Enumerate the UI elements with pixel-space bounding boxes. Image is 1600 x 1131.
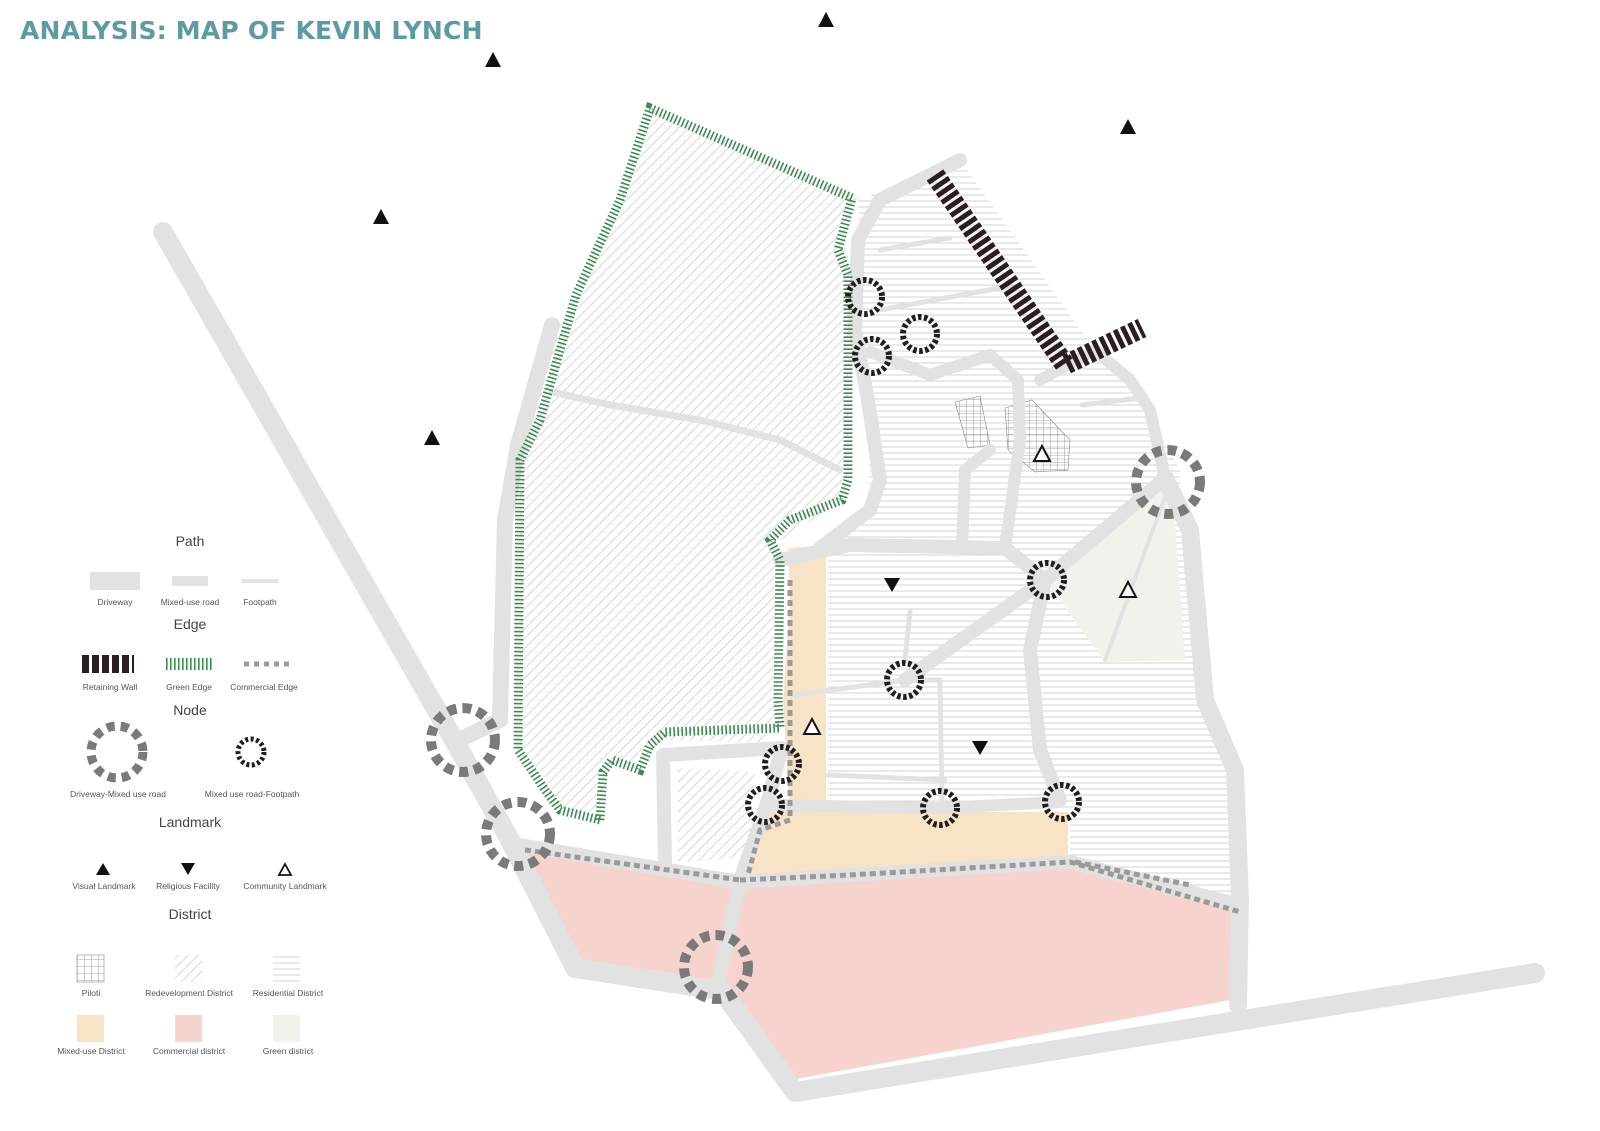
legend-label: Green district xyxy=(263,1046,314,1056)
mixed-use-road-node-row xyxy=(762,796,1066,814)
legend-label: Driveway xyxy=(98,597,134,607)
page-title: ANALYSIS: MAP OF KEVIN LYNCH xyxy=(20,16,483,45)
commercial-swatch xyxy=(175,1015,202,1042)
legend-label: Driveway-Mixed use road xyxy=(70,789,166,799)
driveway-northwest xyxy=(153,222,728,1000)
legend-label: Residential District xyxy=(253,988,324,998)
footpath-residential-1 xyxy=(877,235,1013,313)
visual-landmark-icon xyxy=(373,209,389,224)
community-landmark-icon xyxy=(802,716,822,735)
legend-label: Retaining Wall xyxy=(83,682,138,692)
commercial-edge-east xyxy=(739,859,1241,915)
religious-facility-icon xyxy=(181,863,195,875)
legend-label: Piloti xyxy=(82,988,101,998)
legend-label: Commercial Edge xyxy=(230,682,298,692)
redevelopment-district-south xyxy=(678,768,755,862)
footpath-redevelopment xyxy=(548,388,844,474)
node-driveway-mixed-road xyxy=(1131,445,1205,519)
residential-district xyxy=(828,160,1240,905)
legend: Path Driveway Mixed-use road Footpath Ed… xyxy=(57,533,327,1056)
legend-label: Mixed-use road xyxy=(161,597,220,607)
legend-label: Redevelopment District xyxy=(145,988,234,998)
legend-label: Religious Facility xyxy=(156,881,221,891)
commercial-edge-west xyxy=(524,847,741,883)
nodes xyxy=(426,277,1205,1004)
visual-landmark-icon xyxy=(818,12,834,27)
footpath-residential-2 xyxy=(1079,395,1143,408)
piloti-swatch xyxy=(76,954,105,983)
commercial-edge-vertical xyxy=(745,580,793,876)
visual-landmark-icon xyxy=(424,430,440,445)
node-driveway-mixed-road xyxy=(679,930,753,1004)
retaining-wall xyxy=(926,169,1147,378)
legend-label: Commercial district xyxy=(153,1046,226,1056)
node-mixed-road-footpath xyxy=(745,785,785,825)
religious-facility-icon xyxy=(884,578,900,592)
footpath-cross xyxy=(825,772,948,783)
node-mixed-road-footpath xyxy=(852,336,892,376)
residential-swatch xyxy=(273,955,300,982)
legend-label: Community Landmark xyxy=(243,881,327,891)
green-district xyxy=(1045,478,1185,662)
legend-label: Visual Landmark xyxy=(72,881,136,891)
legend-heading-edge: Edge xyxy=(174,616,207,632)
landmarks xyxy=(373,12,1138,755)
legend-heading-district: District xyxy=(169,906,212,922)
legend-label: Footpath xyxy=(243,597,277,607)
node-mixed-road-footpath xyxy=(845,277,885,317)
community-landmark-icon xyxy=(1118,579,1138,598)
redevelopment-swatch xyxy=(175,955,202,982)
visual-landmark-icon xyxy=(485,52,501,67)
legend-heading-node: Node xyxy=(173,702,207,718)
node-mixed-road-footpath xyxy=(1027,560,1067,600)
mixed-use-road-south xyxy=(656,741,789,992)
mixed-use-road-swatch xyxy=(172,576,208,586)
node-mixed-road-footpath xyxy=(900,314,940,354)
node-mixed-road-footpath xyxy=(920,788,960,828)
driveway-swatch xyxy=(90,572,140,590)
footpath-swatch xyxy=(242,579,278,583)
node-mixed-road-footpath xyxy=(762,744,802,784)
redevelopment-district-west xyxy=(520,108,858,818)
legend-label: Mixed use road-Footpath xyxy=(205,789,300,799)
driveway-east xyxy=(1156,469,1249,1014)
node-driveway-mixed-road xyxy=(426,703,500,777)
community-landmark-icon xyxy=(1032,443,1052,462)
mixed-use-swatch xyxy=(77,1015,104,1042)
edges xyxy=(513,101,1241,915)
legend-heading-path: Path xyxy=(176,533,205,549)
legend-heading-landmark: Landmark xyxy=(159,814,222,830)
driveway-west-loop xyxy=(447,317,560,750)
footpath-green xyxy=(1103,476,1174,662)
visual-landmark-icon xyxy=(1120,119,1136,134)
districts xyxy=(520,108,1240,1080)
community-landmark-icon xyxy=(277,862,293,876)
large-node-icon xyxy=(86,721,148,783)
green-swatch xyxy=(273,1015,300,1042)
node-mixed-road-footpath xyxy=(1042,782,1082,822)
mixed-use-road-north xyxy=(813,153,967,555)
visual-landmark-icon xyxy=(96,863,110,875)
religious-facility-icon xyxy=(972,741,988,755)
driveway-south xyxy=(708,963,1545,1102)
legend-label: Mixed-use District xyxy=(57,1046,125,1056)
legend-label: Green Edge xyxy=(166,682,212,692)
small-node-icon xyxy=(235,736,267,768)
mixed-use-road-piloti-loop xyxy=(864,346,1026,554)
node-mixed-road-footpath xyxy=(884,660,924,700)
mixed-use-road-inner xyxy=(898,573,1067,807)
commercial-district xyxy=(520,850,1240,1080)
node-driveway-mixed-road xyxy=(481,797,555,871)
